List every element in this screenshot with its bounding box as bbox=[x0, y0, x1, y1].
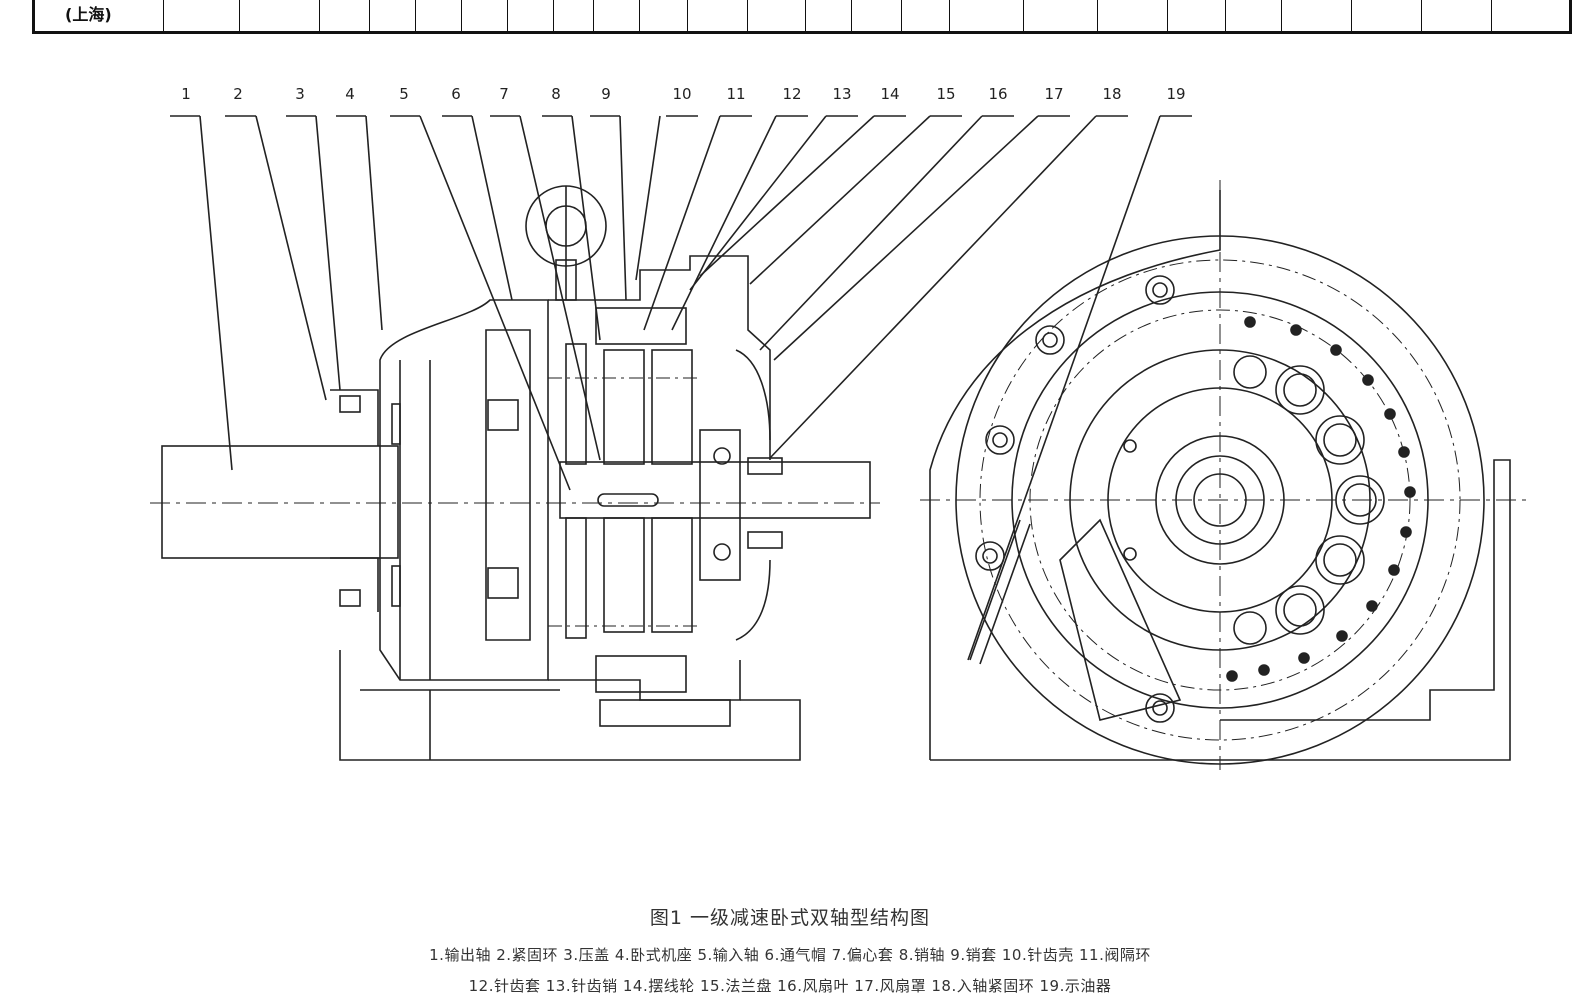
table-row-label: (上海) bbox=[65, 5, 112, 24]
table-cell bbox=[1225, 0, 1226, 31]
table-cell bbox=[1351, 0, 1352, 31]
figure-title: 图1 一级减速卧式双轴型结构图 bbox=[649, 907, 931, 929]
table-cell bbox=[163, 0, 164, 31]
callout-19: 19 bbox=[1166, 85, 1186, 103]
callout-3: 3 bbox=[295, 85, 305, 103]
breather-cap bbox=[525, 185, 607, 301]
table-cell bbox=[747, 0, 748, 31]
callout-16: 16 bbox=[988, 85, 1008, 103]
callout-18: 18 bbox=[1102, 85, 1122, 103]
output-shaft bbox=[150, 445, 880, 559]
table-cell bbox=[901, 0, 902, 31]
end-view-pin-bushings bbox=[1233, 355, 1385, 645]
table-cell bbox=[239, 0, 240, 31]
callout-11: 11 bbox=[726, 85, 746, 103]
callout-14: 14 bbox=[880, 85, 900, 103]
table-cell bbox=[949, 0, 950, 31]
table-cell bbox=[415, 0, 416, 31]
table-cell bbox=[319, 0, 320, 31]
table-cell bbox=[593, 0, 594, 31]
cycloid-discs bbox=[548, 343, 700, 639]
table-cell bbox=[1167, 0, 1168, 31]
figure-legend-line-2: 12.针齿套 13.针齿销 14.摆线轮 15.法兰盘 16.风扇叶 17.风扇… bbox=[468, 977, 1112, 995]
table-cell bbox=[1491, 0, 1492, 31]
press-cover bbox=[330, 389, 401, 612]
callout-8: 8 bbox=[551, 85, 561, 103]
callout-17: 17 bbox=[1044, 85, 1064, 103]
callout-1: 1 bbox=[181, 85, 191, 103]
input-shaft bbox=[559, 461, 871, 519]
table-cell bbox=[461, 0, 462, 31]
table-cell bbox=[1421, 0, 1422, 31]
table-cell bbox=[805, 0, 806, 31]
table-cell bbox=[687, 0, 688, 31]
callout-9: 9 bbox=[601, 85, 611, 103]
callout-leader-lines bbox=[170, 115, 1192, 661]
table-cell bbox=[639, 0, 640, 31]
end-view-needle-pins bbox=[1226, 316, 1416, 682]
flange-plate bbox=[699, 429, 741, 581]
table-cell bbox=[507, 0, 508, 31]
callout-6: 6 bbox=[451, 85, 461, 103]
table-cell bbox=[553, 0, 554, 31]
table-cell bbox=[1281, 0, 1282, 31]
table-cell bbox=[1023, 0, 1024, 31]
callout-15: 15 bbox=[936, 85, 956, 103]
end-view-bolts bbox=[975, 275, 1175, 723]
horizontal-base-housing bbox=[339, 299, 801, 761]
callout-2: 2 bbox=[233, 85, 243, 103]
fan-and-cover bbox=[735, 349, 783, 641]
callout-13: 13 bbox=[832, 85, 852, 103]
figure-legend-line-1: 1.输出轴 2.紧固环 3.压盖 4.卧式机座 5.输入轴 6.通气帽 7.偏心… bbox=[429, 946, 1151, 964]
top-table: (上海) bbox=[32, 0, 1572, 34]
end-view bbox=[920, 180, 1530, 770]
table-cell bbox=[1097, 0, 1098, 31]
callout-12: 12 bbox=[782, 85, 802, 103]
table-cell bbox=[851, 0, 852, 31]
callout-7: 7 bbox=[499, 85, 509, 103]
callout-10: 10 bbox=[672, 85, 692, 103]
callout-4: 4 bbox=[345, 85, 355, 103]
callout-5: 5 bbox=[399, 85, 409, 103]
pin-gear-housing bbox=[548, 255, 771, 727]
table-cell bbox=[369, 0, 370, 31]
